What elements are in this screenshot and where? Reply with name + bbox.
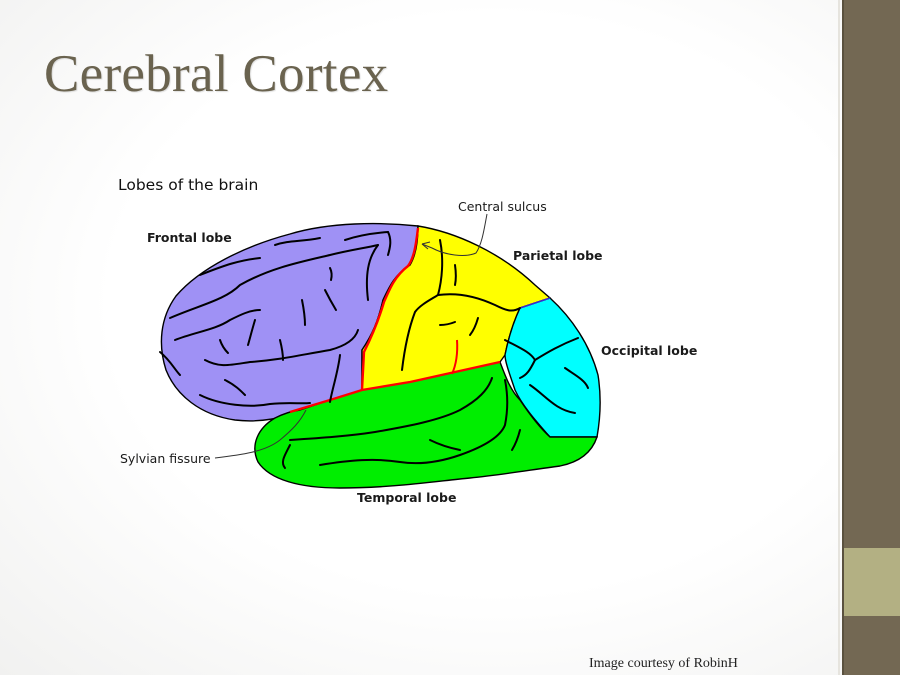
sidebar-accent-block [844,548,900,616]
parietal-occipital-boundary [519,297,551,309]
label-occipital-lobe: Occipital lobe [601,343,698,358]
label-frontal-lobe: Frontal lobe [147,230,232,245]
sylvian-fissure-boundary [289,360,501,414]
sidebar-divider [838,0,840,675]
central-sulcus-boundary [360,227,420,391]
parietal-inner-red-line [451,339,459,375]
label-sylvian-fissure: Sylvian fissure [120,451,211,466]
label-parietal-lobe: Parietal lobe [513,248,603,263]
image-credit: Image courtesy of RobinH [589,656,738,671]
sylvian-fissure-pointer [214,409,307,459]
label-temporal-lobe: Temporal lobe [357,490,457,505]
temporal-lobe-region [254,361,598,489]
occipital-lobe-region [504,297,601,438]
slide-title: Cerebral Cortex [44,45,389,103]
label-central-sulcus: Central sulcus [458,199,547,214]
central-sulcus-pointer [421,213,488,256]
diagram-heading: Lobes of the brain [118,176,259,194]
sulci-lines [159,231,589,469]
central-sulcus-arrowhead [421,241,431,250]
